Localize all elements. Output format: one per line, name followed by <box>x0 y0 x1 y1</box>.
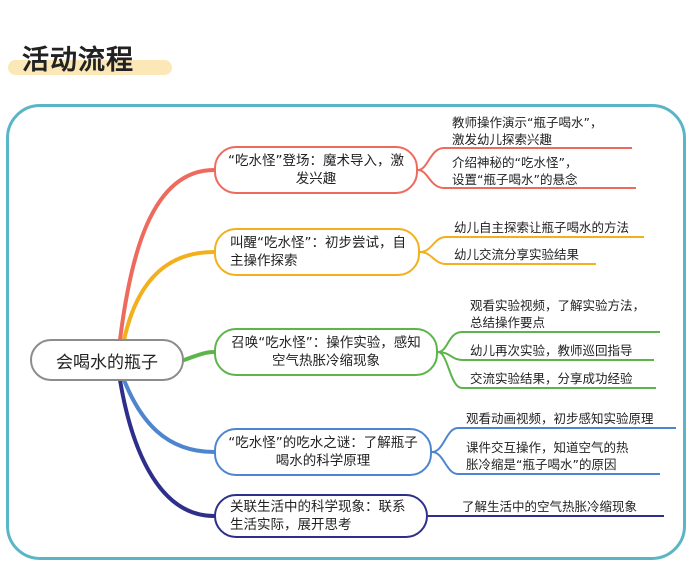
link-branch-1-child-1 <box>417 147 632 171</box>
link-root-branch-4 <box>122 378 216 454</box>
leaf-3-1: 观看实验视频，了解实验方法， 总结操作要点 <box>470 298 646 330</box>
heading-highlight <box>8 60 172 75</box>
link-branch-4-child-1 <box>431 427 676 453</box>
leaf-1-2: 介绍神秘的“吃水怪”， 设置“瓶子喝水”的悬念 <box>452 155 578 187</box>
link-branch-1-child-2 <box>417 169 636 189</box>
branch-node-4: “吃水怪”的吃水之谜：了解瓶子喝水的科学原理 <box>214 428 432 476</box>
link-root-branch-5 <box>118 378 216 518</box>
leaf-3-2: 幼儿再次实验，教师巡回指导 <box>470 343 633 358</box>
root-node: 会喝水的瓶子 <box>30 339 184 381</box>
branch-node-3: 召唤“吃水怪”：操作实验，感知空气热胀冷缩现象 <box>214 328 438 376</box>
link-root-branch-2 <box>122 250 216 342</box>
leaf-4-1: 观看动画视频，初步感知实验原理 <box>466 411 654 426</box>
page-heading: 活动流程 <box>22 45 134 76</box>
leaf-2-2: 幼儿交流分享实验结果 <box>454 247 580 262</box>
leaf-5-1: 了解生活中的空气热胀冷缩现象 <box>462 499 638 514</box>
branch-node-2: 叫醒“吃水怪”：初步尝试，自主操作探索 <box>214 228 420 276</box>
leaf-1-1: 教师操作演示“瓶子喝水”， 激发幼儿探索兴趣 <box>452 115 603 147</box>
link-root-branch-1 <box>118 168 216 342</box>
branch-node-1: “吃水怪”登场：魔术导入，激发兴趣 <box>214 146 418 194</box>
link-branch-3-child-3 <box>437 351 656 389</box>
link-root-branch-3 <box>182 350 216 362</box>
link-branch-2-child-2 <box>419 251 596 265</box>
link-branch-4-child-2 <box>431 451 660 475</box>
leaf-3-3: 交流实验结果，分享成功经验 <box>470 371 633 386</box>
leaf-4-2: 课件交互操作，知道空气的热 胀冷缩是“瓶子喝水”的原因 <box>466 440 629 472</box>
diagram-frame <box>6 104 686 560</box>
branch-node-5: 关联生活中的科学现象：联系生活实际，展开思考 <box>214 494 428 538</box>
leaf-2-1: 幼儿自主探索让瓶子喝水的方法 <box>454 220 630 235</box>
